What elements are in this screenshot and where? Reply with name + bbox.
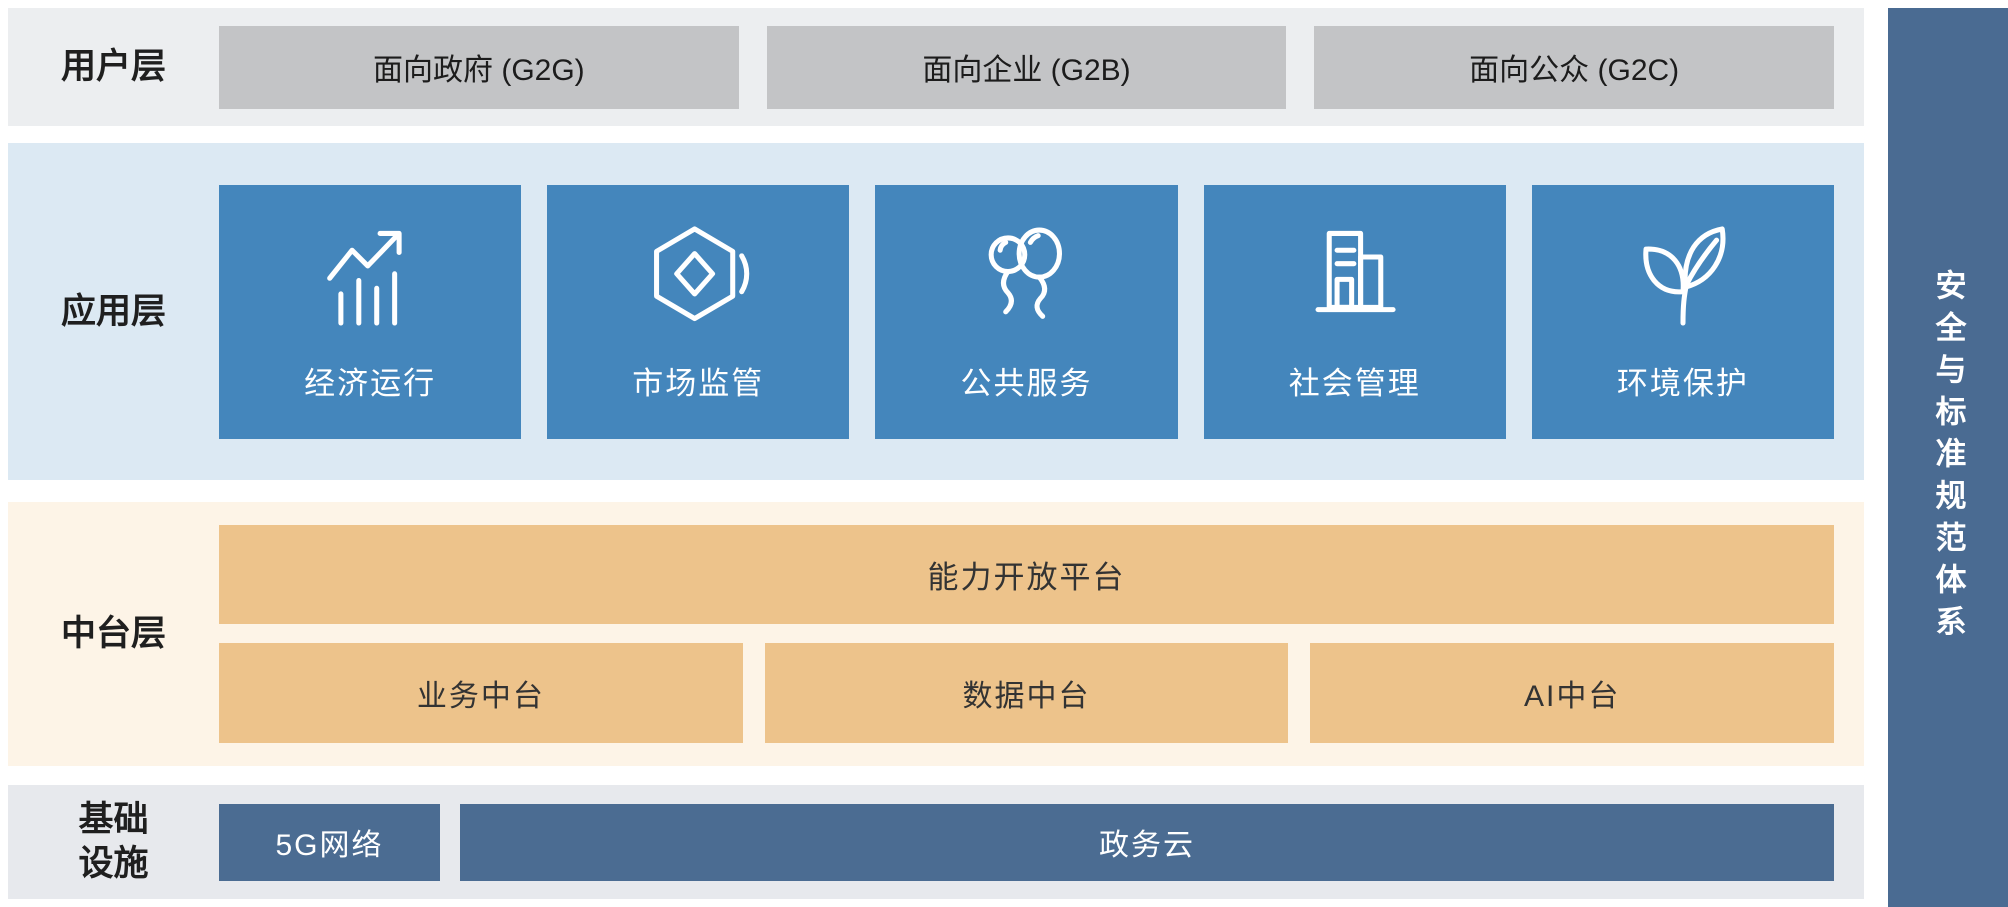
g2c-box: 面向公众 (G2C) bbox=[1314, 25, 1835, 109]
government-cloud-box: 政务云 bbox=[460, 803, 1834, 881]
user-layer-label: 用户层 bbox=[60, 47, 166, 87]
app-card-label: 环境保护 bbox=[1616, 366, 1749, 401]
app-card-public-service: 公共服务 bbox=[875, 184, 1178, 439]
app-card-label: 市场监管 bbox=[632, 366, 765, 401]
capability-open-platform-box: 能力开放平台 bbox=[219, 525, 1834, 624]
security-standards-bar: 安全与标准规范体系 bbox=[1888, 8, 2008, 907]
business-platform-box: 业务中台 bbox=[219, 643, 743, 743]
trend-chart-icon bbox=[314, 220, 426, 332]
user-layer-row: 用户层 面向政府 (G2G) 面向企业 (G2B) 面向公众 (G2C) bbox=[8, 8, 1864, 126]
user-layer-content: 面向政府 (G2G) 面向企业 (G2B) 面向公众 (G2C) bbox=[219, 25, 1864, 109]
middle-platform-layer-content: 能力开放平台 业务中台 数据中台 AI中台 bbox=[219, 525, 1864, 743]
g2g-box: 面向政府 (G2G) bbox=[219, 25, 739, 109]
balloons-icon bbox=[971, 220, 1083, 332]
application-layer-content: 经济运行 市场监管 bbox=[219, 184, 1864, 439]
infrastructure-layer-content: 5G网络 政务云 bbox=[219, 803, 1864, 881]
infrastructure-layer-row: 基础设施 5G网络 政务云 bbox=[8, 785, 1864, 899]
network-5g-box: 5G网络 bbox=[219, 803, 440, 881]
app-card-environment: 环境保护 bbox=[1531, 184, 1835, 439]
middle-platform-boxes: 业务中台 数据中台 AI中台 bbox=[219, 643, 1835, 743]
hexagon-box-icon bbox=[642, 220, 754, 332]
application-layer-row: 应用层 经济运行 bbox=[8, 143, 1864, 480]
app-card-social: 社会管理 bbox=[1203, 184, 1506, 439]
infrastructure-layer-label: 基础设施 bbox=[8, 798, 219, 886]
infrastructure-layer-label-text: 基础设施 bbox=[78, 800, 149, 883]
middle-platform-layer-label: 中台层 bbox=[60, 614, 166, 654]
leaves-icon bbox=[1627, 220, 1739, 332]
application-layer-label: 应用层 bbox=[60, 291, 166, 331]
app-card-label: 社会管理 bbox=[1288, 366, 1421, 401]
app-card-label: 公共服务 bbox=[960, 366, 1093, 401]
ai-platform-box: AI中台 bbox=[1310, 643, 1835, 743]
security-standards-bar-label: 安全与标准规范体系 bbox=[1930, 268, 1966, 647]
middle-platform-layer-row: 中台层 能力开放平台 业务中台 数据中台 AI中台 bbox=[8, 502, 1864, 766]
data-platform-box: 数据中台 bbox=[764, 643, 1289, 743]
g2b-box: 面向企业 (G2B) bbox=[766, 25, 1287, 109]
app-card-economy: 经济运行 bbox=[219, 184, 522, 439]
layers-column: 用户层 面向政府 (G2G) 面向企业 (G2B) 面向公众 (G2C) 应用层 bbox=[8, 8, 1864, 907]
app-card-label: 经济运行 bbox=[304, 366, 437, 401]
app-card-market: 市场监管 bbox=[547, 184, 850, 439]
building-icon bbox=[1299, 220, 1411, 332]
